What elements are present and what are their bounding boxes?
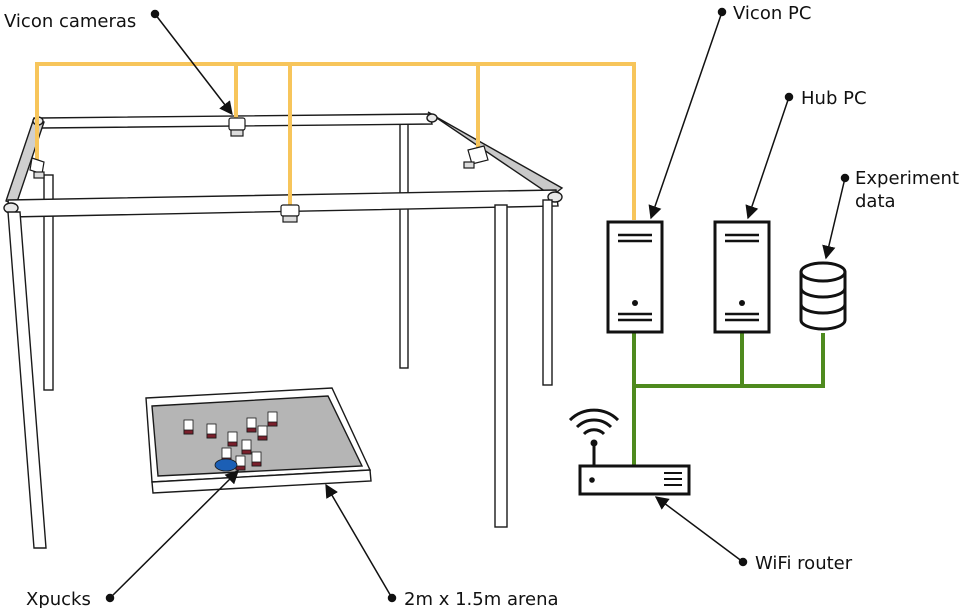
callout-line-hub-pc bbox=[745, 96, 790, 220]
callout-line-vicon-cameras bbox=[154, 13, 233, 116]
camera-icon bbox=[463, 145, 489, 169]
database-icon bbox=[799, 261, 847, 331]
label-hub-pc: Hub PC bbox=[801, 88, 867, 109]
label-wifi-router: WiFi router bbox=[755, 553, 853, 574]
label-vicon-pc: Vicon PC bbox=[733, 3, 811, 24]
wifi-router-icon bbox=[568, 408, 691, 496]
frame-front-legs bbox=[7, 199, 553, 549]
callout-line-vicon-pc bbox=[648, 11, 723, 220]
xpuck bbox=[267, 411, 278, 427]
xpuck bbox=[235, 455, 246, 471]
camera-cables bbox=[35, 62, 636, 220]
camera-cable-main bbox=[35, 62, 636, 220]
arena bbox=[145, 387, 372, 494]
network-cables bbox=[632, 333, 825, 466]
callout-line-xpucks bbox=[109, 470, 239, 599]
label-experiment-data-line1: Experiment bbox=[855, 168, 959, 189]
frame-beam-right bbox=[427, 111, 564, 197]
server-tower-icon bbox=[713, 220, 771, 334]
camera-icon bbox=[280, 204, 300, 223]
xpuck bbox=[206, 423, 217, 439]
frame-back-legs bbox=[43, 119, 409, 391]
xpuck bbox=[257, 425, 268, 441]
camera-icon bbox=[29, 157, 45, 179]
frame-joint-back-right bbox=[426, 113, 438, 123]
xpuck bbox=[251, 451, 262, 467]
callout-line-arena bbox=[325, 483, 393, 599]
frame-leg-back-left bbox=[43, 174, 54, 391]
server-tower-icon bbox=[606, 220, 664, 334]
xpuck bbox=[183, 419, 194, 435]
callout-line-experiment-data bbox=[822, 177, 846, 260]
xpuck bbox=[241, 439, 252, 455]
frame-leg-front-left bbox=[7, 211, 47, 549]
camera-icon bbox=[228, 117, 246, 137]
frame-leg-mid-right bbox=[542, 199, 553, 386]
label-xpucks: Xpucks bbox=[26, 589, 91, 608]
xpuck bbox=[227, 431, 238, 447]
label-experiment-data-line2: data bbox=[855, 191, 896, 212]
arena-floor bbox=[151, 395, 364, 477]
labels: Vicon cameras Vicon PC Hub PC Experiment… bbox=[4, 3, 959, 610]
arena-front-wall bbox=[151, 469, 372, 494]
xpucks bbox=[183, 411, 278, 472]
label-vicon-cameras: Vicon cameras bbox=[4, 11, 136, 32]
callouts bbox=[105, 7, 850, 603]
label-arena: 2m x 1.5m arena bbox=[404, 589, 559, 608]
xpuck bbox=[246, 417, 257, 433]
frame-leg-front-right bbox=[494, 204, 508, 528]
xpuck-marker bbox=[214, 458, 238, 472]
network-cable-bus bbox=[634, 333, 825, 388]
callout-line-wifi-router bbox=[654, 496, 744, 563]
vicon-camera-icons bbox=[29, 117, 489, 223]
frame-leg-back-right bbox=[399, 119, 409, 369]
